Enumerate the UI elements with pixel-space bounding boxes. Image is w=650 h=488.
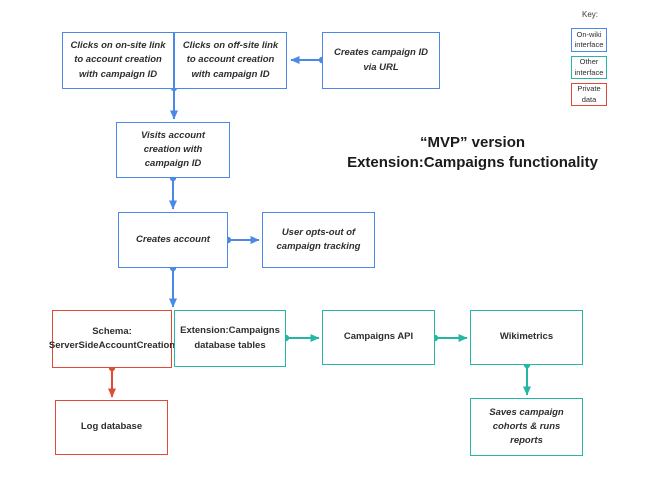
arrow-createsid-to-offsite <box>290 56 326 64</box>
node-creates-account: Creates account <box>118 212 228 268</box>
legend-label: Key: <box>582 10 599 19</box>
title-line2: Extension:Campaigns functionality <box>347 154 598 171</box>
node-creates-campaign-id: Creates campaign ID via URL <box>322 32 440 89</box>
node-visits-account-creation: Visits account creation with campaign ID <box>116 122 230 178</box>
title-line1: “MVP” version <box>419 134 526 151</box>
node-log-database: Log database <box>55 400 168 455</box>
legend-item-private-data: Private data <box>571 83 607 106</box>
node-schema-serversideaccountcreation: Schema: ServerSideAccountCreation <box>49 310 175 368</box>
arrow-api-to-wikimetrics <box>431 334 468 342</box>
node-extension-campaigns-tables: Extension:Campaigns database tables <box>174 310 286 367</box>
node-onsite-click: Clicks on on-site link to account creati… <box>62 32 174 89</box>
node-saves-campaign-cohorts: Saves campaign cohorts & runs reports <box>470 398 583 456</box>
node-wikimetrics: Wikimetrics <box>470 310 583 365</box>
legend-item-on-wiki-interface: On-wiki interface <box>571 28 607 52</box>
legend-item-other-interface: Other interface <box>571 56 607 79</box>
arrow-visits-to-createsacct <box>169 174 177 210</box>
arrow-clicks-junction-to-visits <box>170 84 178 120</box>
diagram-title: “MVP” version Extension:Campaigns functi… <box>330 133 615 173</box>
arrow-wikimetrics-to-savescohorts <box>523 361 531 396</box>
arrow-createsacct-to-storage <box>169 264 177 308</box>
arrow-createsacct-to-optsout <box>224 236 260 244</box>
arrow-exttables-to-api <box>282 334 320 342</box>
node-offsite-click: Clicks on off-site link to account creat… <box>174 32 287 89</box>
node-user-opts-out: User opts-out of campaign tracking <box>262 212 375 268</box>
arrow-schema-to-logdb <box>108 364 116 398</box>
node-campaigns-api: Campaigns API <box>322 310 435 365</box>
